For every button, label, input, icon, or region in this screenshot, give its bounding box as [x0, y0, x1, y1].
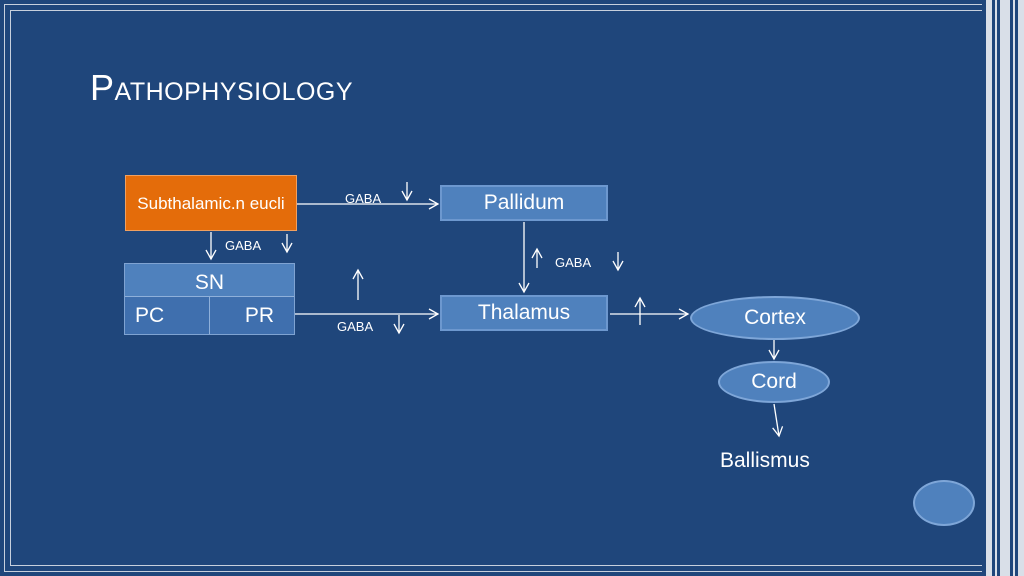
- node-thalamus: Thalamus: [440, 295, 608, 331]
- decorative-circle: [913, 480, 975, 526]
- connector-cord-to-ballismus: [772, 403, 784, 438]
- slide-title: Pathophysiology: [90, 70, 353, 106]
- edge-label-sn-thalamus: GABA: [337, 319, 374, 334]
- edge-label-pallidum-thalamus: GABA: [555, 255, 592, 270]
- node-subthalamic-nucleus: Subthalamic.n eucli: [125, 175, 297, 231]
- node-cortex: Cortex: [690, 296, 860, 340]
- node-ballismus: Ballismus: [720, 449, 810, 472]
- sn-pars-reticulata: PR: [210, 297, 294, 334]
- sn-pars-compacta: PC: [125, 297, 210, 334]
- sn-header: SN: [125, 264, 294, 297]
- node-substantia-nigra: SN PC PR: [124, 263, 295, 335]
- node-cord: Cord: [718, 361, 830, 403]
- node-pallidum: Pallidum: [440, 185, 608, 221]
- decorative-side-bars: [982, 0, 1024, 576]
- edge-label-stn-sn: GABA: [225, 238, 262, 253]
- title-rest: athophysiology: [114, 67, 354, 108]
- edge-label-stn-pallidum: GABA: [345, 191, 382, 206]
- title-initial: P: [90, 67, 115, 108]
